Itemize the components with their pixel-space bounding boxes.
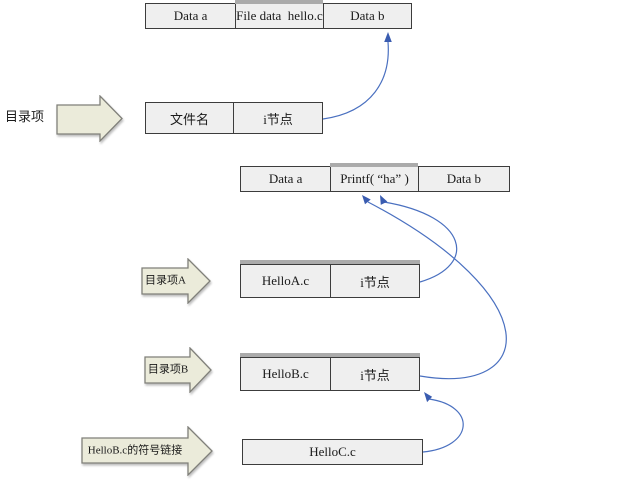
- dir-entry-a-label: 目录项A: [145, 274, 186, 287]
- cell-data-a: Data a: [146, 4, 236, 28]
- cell-hellob: HelloB.c: [241, 358, 330, 390]
- dir-entry-label: 目录项: [5, 109, 45, 124]
- symlink-block-arrow: HelloB.c的符号链接: [81, 426, 213, 476]
- cell-file-data-helloc: File data hello.c: [235, 4, 323, 28]
- cell-data-b: Data b: [322, 4, 411, 28]
- cell-data-a: Data a: [241, 167, 331, 191]
- table-file-data-top: Data a File data hello.c Data b: [145, 3, 412, 29]
- cell-printf-ha: Printf( “ha” ): [330, 167, 418, 191]
- arrow-inode-to-datab: [322, 32, 392, 120]
- cell-inode: i节点: [330, 358, 419, 390]
- dir-entry-a-block-arrow: 目录项A: [141, 258, 211, 304]
- dir-entry-block-arrow-icon: [56, 95, 123, 142]
- table-symlink-target: HelloC.c: [242, 439, 423, 465]
- cell-filename: 文件名: [146, 103, 233, 133]
- symlink-label: HelloB.c的符号链接: [87, 444, 183, 457]
- table-dir-b-record: HelloB.c i节点: [240, 357, 420, 391]
- cell-helloa: HelloA.c: [241, 265, 330, 297]
- dir-entry-b-block-arrow: 目录项B: [144, 347, 212, 393]
- table-file-data-shared: Data a Printf( “ha” ) Data b: [240, 166, 510, 192]
- table-dir-entry-record: 文件名 i节点: [145, 102, 323, 134]
- dir-entry-b-label: 目录项B: [147, 363, 189, 376]
- cell-helloc: HelloC.c: [243, 440, 422, 464]
- cell-inode: i节点: [330, 265, 419, 297]
- cell-data-b: Data b: [417, 167, 509, 191]
- table-dir-a-record: HelloA.c i节点: [240, 264, 420, 298]
- arrow-helloc-to-inodeB: [422, 392, 464, 453]
- cell-inode: i节点: [233, 103, 322, 133]
